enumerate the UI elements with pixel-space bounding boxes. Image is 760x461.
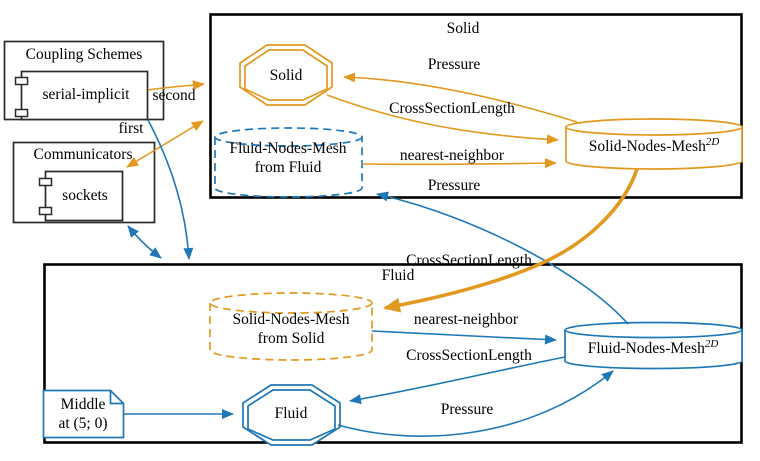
fluid-participant-title: Fluid — [381, 267, 415, 284]
solid-write-crosssection-label: CrossSectionLength — [389, 100, 515, 117]
received-fluid-mesh-cylinder-body — [214, 137, 363, 198]
fluid-mesh-name: Fluid-Nodes-Mesh — [587, 340, 705, 357]
sockets-component-box — [44, 170, 124, 222]
received-solid-mesh-origin: from Solid — [257, 330, 325, 347]
received-fluid-mesh-origin: from Fluid — [254, 159, 322, 176]
received-solid-mesh-label: Solid-Nodes-Mesh from Solid — [232, 310, 349, 348]
edge-solid-read-pressure — [343, 72, 578, 123]
solid-mesh-dim: 2D — [705, 136, 720, 148]
received-solid-mesh-name: Solid-Nodes-Mesh — [232, 311, 350, 328]
fluid-mesh-cylinder-top — [564, 321, 743, 339]
fluid-mesh-label: Fluid-Nodes-Mesh2D — [588, 336, 719, 357]
fluid-read-crosssection-label: CrossSectionLength — [406, 347, 532, 364]
uml-component-icon — [38, 206, 53, 216]
solid-solver-octagon — [239, 44, 333, 106]
solid-mapping-label: nearest-neighbor — [399, 147, 505, 164]
coupling-scheme-item: serial-implicit — [42, 86, 130, 103]
edge-pressure-exchange — [376, 191, 629, 325]
edge-solid-write-crosssection — [326, 94, 559, 145]
solid-read-pressure-label: Pressure — [427, 56, 481, 73]
fluid-mesh-cylinder-body — [564, 330, 743, 370]
solid-mesh-name: Solid-Nodes-Mesh — [588, 138, 706, 155]
solid-participant-container — [209, 13, 743, 199]
note-fold-icon — [109, 390, 124, 405]
edge-fluid-read-crosssection — [349, 356, 566, 405]
fluid-write-pressure-label: Pressure — [440, 401, 494, 418]
uml-component-icon — [14, 76, 29, 86]
fluid-mesh-dim: 2D — [704, 338, 719, 350]
edge-crosssection-exchange — [383, 168, 639, 313]
fluid-solver-label: Fluid — [274, 405, 308, 422]
received-solid-mesh-cylinder-top — [209, 292, 373, 314]
edge-scheme-first-to-fluid — [147, 119, 194, 260]
solid-mesh-cylinder-body — [565, 127, 743, 170]
edge-sockets-solid — [126, 120, 204, 168]
serial-implicit-component-box — [20, 70, 149, 121]
communicator-item: sockets — [62, 187, 108, 204]
uml-component-icon — [14, 108, 29, 118]
edge-fluid-mapping-nearest-neighbor — [371, 330, 557, 345]
crosssection-exchange-label: CrossSectionLength — [406, 252, 532, 269]
received-fluid-mesh-name: Fluid-Nodes-Mesh — [229, 140, 347, 157]
solid-solver-label: Solid — [269, 67, 303, 84]
note-line1: Middle — [60, 396, 106, 413]
edge-sockets-fluid — [127, 225, 162, 259]
solid-solver-octagon-inner — [244, 49, 328, 101]
solid-mesh-label: Solid-Nodes-Mesh2D — [589, 134, 720, 155]
solid-pressure-receive-label: Pressure — [427, 177, 481, 194]
fluid-solver-octagon-inner — [247, 389, 336, 441]
edge-label-first: first — [118, 120, 144, 137]
edge-fluid-write-pressure — [337, 370, 614, 437]
uml-component-icon — [38, 177, 53, 187]
note-label: Middle at (5; 0) — [58, 395, 107, 433]
fluid-mapping-label: nearest-neighbor — [413, 311, 519, 328]
edge-scheme-second-to-solid — [147, 80, 205, 91]
received-fluid-mesh-label: Fluid-Nodes-Mesh from Fluid — [229, 139, 346, 177]
note-line2: at (5; 0) — [58, 415, 108, 432]
solid-participant-title: Solid — [446, 20, 480, 37]
edge-solid-mapping-nearest-neighbor — [361, 158, 557, 169]
received-fluid-mesh-cylinder-top — [214, 127, 363, 147]
solid-mesh-cylinder-top — [565, 118, 743, 136]
fluid-solver-octagon — [242, 384, 341, 446]
edge-label-second: second — [152, 87, 196, 104]
coupling-schemes-title: Coupling Schemes — [25, 46, 143, 63]
communicators-title: Communicators — [33, 146, 133, 163]
note-shape — [42, 389, 125, 439]
received-solid-mesh-cylinder-body — [209, 303, 373, 361]
